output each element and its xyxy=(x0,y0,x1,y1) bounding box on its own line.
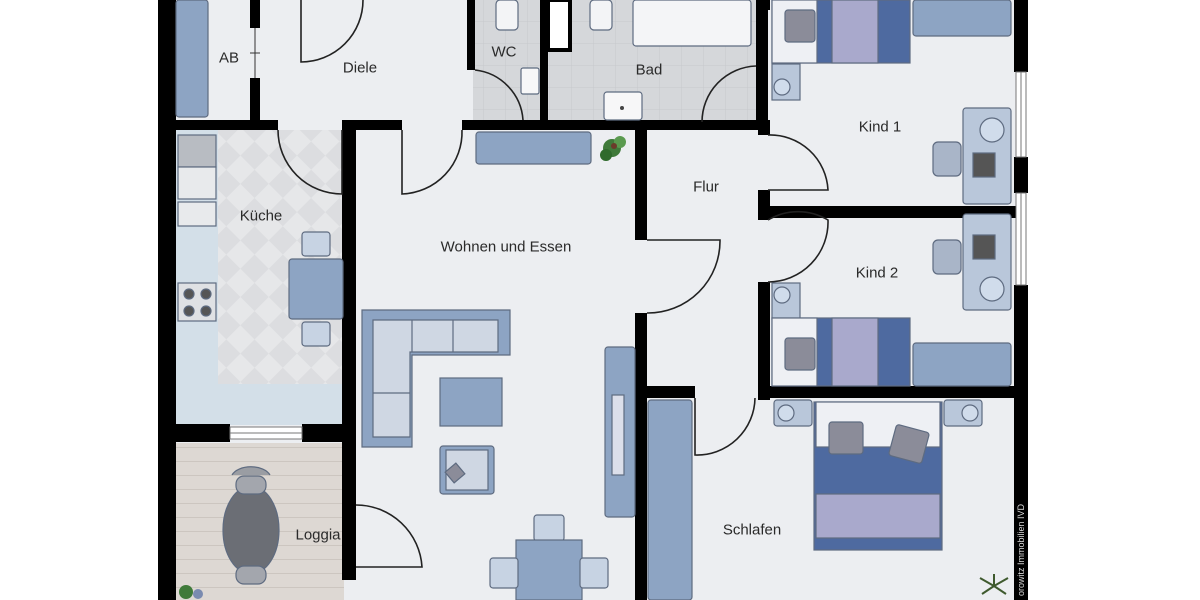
table-kueche xyxy=(288,258,344,320)
dining-table xyxy=(515,539,583,600)
chair-dining-right xyxy=(579,557,609,589)
wall-outer-left xyxy=(158,0,176,600)
door-bad xyxy=(701,65,757,123)
door-flur xyxy=(646,239,721,314)
monitor-kind2 xyxy=(972,234,996,260)
chair-kueche-bottom xyxy=(301,321,331,347)
wall-outer-right xyxy=(1014,0,1028,72)
door-wohnen xyxy=(401,129,463,195)
pillow-kind2 xyxy=(784,337,816,371)
pillow-kind1 xyxy=(784,9,816,43)
bathtub xyxy=(632,0,752,47)
room-label-schlafen: Schlafen xyxy=(722,521,782,539)
cabinet-kind2 xyxy=(912,342,1012,387)
tv xyxy=(611,394,625,476)
chair-dining-left xyxy=(489,557,519,589)
plant-loggia-icon xyxy=(179,585,203,599)
doors xyxy=(277,0,829,568)
room-label-flur: Flur xyxy=(693,178,719,196)
stove xyxy=(177,282,217,322)
door-diele-main xyxy=(300,0,364,63)
wardrobe-ab xyxy=(175,0,209,118)
room-label-kind1: Kind 1 xyxy=(858,118,902,136)
windows xyxy=(229,28,1027,440)
room-label-kind2: Kind 2 xyxy=(855,264,899,282)
watermark: orowitz Immobilien IVD xyxy=(1016,503,1026,597)
sink-bad xyxy=(603,91,643,121)
door-wc xyxy=(474,69,524,121)
room-label-loggia: Loggia xyxy=(295,526,341,544)
monitor-kind1 xyxy=(972,152,996,178)
chair-kind2 xyxy=(932,239,962,275)
door-loggia xyxy=(355,504,423,568)
chair-kueche-top xyxy=(301,231,331,257)
room-label-wc: WC xyxy=(491,43,517,61)
door-kind2 xyxy=(767,210,829,283)
walls xyxy=(158,0,1028,600)
toilet-bad xyxy=(589,0,613,31)
room-label-wohnen: Wohnen und Essen xyxy=(440,238,572,256)
sink-kueche xyxy=(177,134,217,168)
door-kueche xyxy=(277,129,343,195)
plant-icon xyxy=(600,136,626,161)
coffee-table xyxy=(439,377,503,427)
sideboard xyxy=(475,131,592,165)
wardrobe-schlafen xyxy=(647,399,693,600)
pillow-left xyxy=(828,421,864,455)
room-label-diele: Diele xyxy=(342,59,378,77)
door-schlafen xyxy=(694,397,756,456)
door-kind1 xyxy=(767,134,829,191)
room-label-bad: Bad xyxy=(635,61,663,79)
toilet-wc xyxy=(495,0,519,31)
chair-dining-top xyxy=(533,514,565,542)
room-label-kueche: Küche xyxy=(239,207,283,225)
chair-kind1 xyxy=(932,141,962,177)
room-label-ab: AB xyxy=(218,49,240,67)
cabinet-kind1 xyxy=(912,0,1012,37)
pillow-right xyxy=(888,424,930,464)
loggia-table xyxy=(222,485,280,575)
cabinet-bad xyxy=(546,0,572,52)
plant-schlafen-icon xyxy=(979,574,1009,595)
furniture xyxy=(175,0,1012,600)
sink-wc xyxy=(520,67,540,95)
